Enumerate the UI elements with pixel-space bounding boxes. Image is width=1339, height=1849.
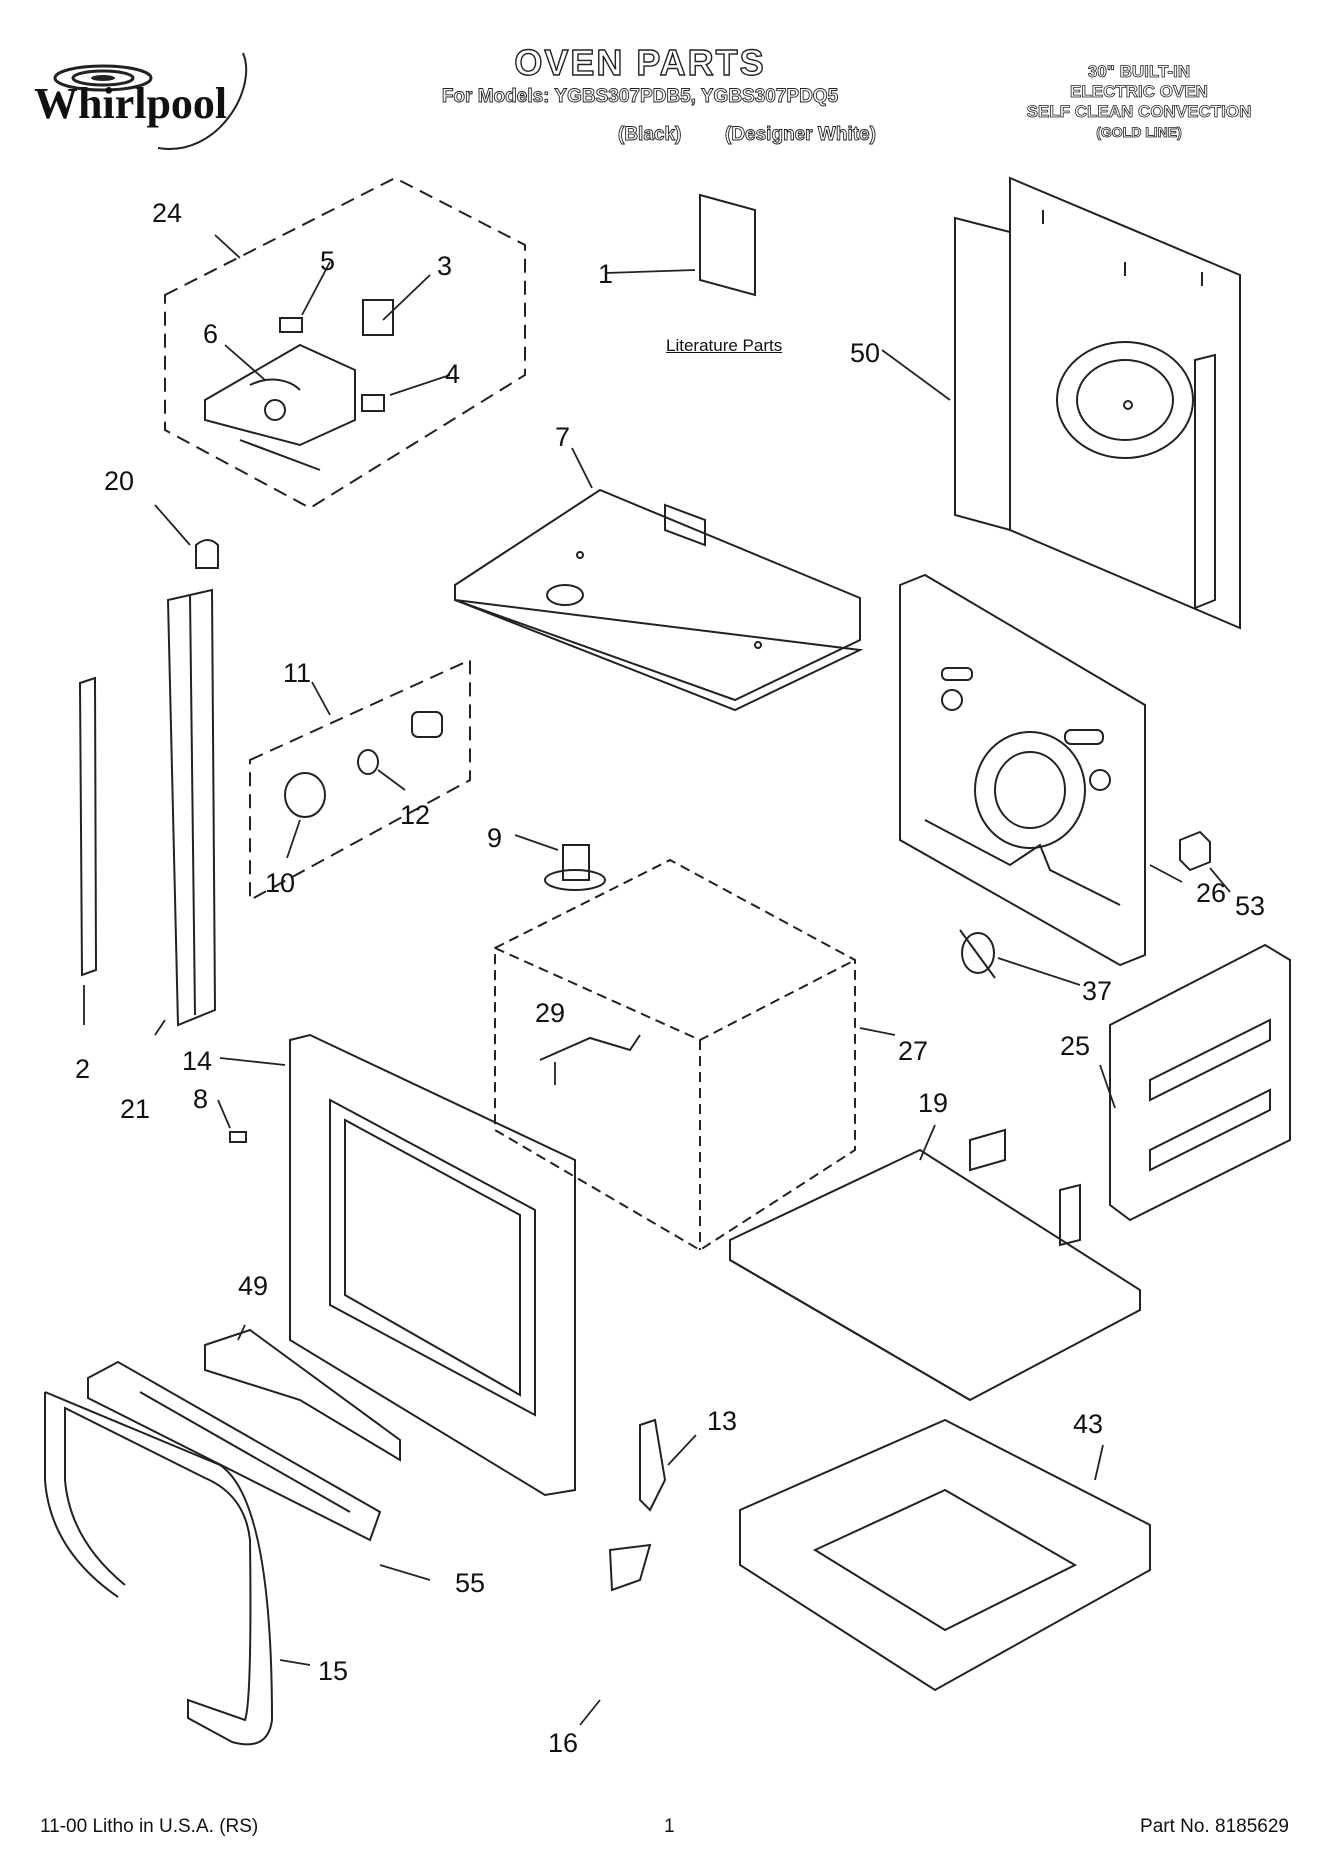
part-9-convection-motor [544, 844, 606, 891]
part-24-control-bracket-group [164, 176, 526, 510]
callout-29: 29 [535, 998, 565, 1028]
callout-20: 20 [104, 466, 134, 496]
literature-parts-label: Literature Parts [666, 336, 783, 355]
part-21-side-trim [166, 588, 217, 1027]
variant-white: (Designer White) [725, 124, 877, 146]
brand-wordmark: Whirlpool [34, 79, 227, 128]
part-27-oven-cavity [494, 858, 856, 1252]
callout-9: 9 [487, 823, 502, 853]
part-8-screw [229, 1131, 247, 1143]
callout-7: 7 [555, 422, 570, 452]
part-25-side-panel [1109, 943, 1291, 1222]
callout-37: 37 [1082, 976, 1112, 1006]
part-49-vent-duct [204, 1328, 401, 1462]
callout-8: 8 [193, 1084, 208, 1114]
part-7-oven-top-panel [454, 488, 864, 712]
part-14-front-frame [289, 1033, 576, 1497]
part-16-bracket [608, 1543, 652, 1592]
callout-11: 11 [283, 658, 311, 688]
callout-19: 19 [918, 1088, 948, 1118]
callout-26: 26 [1196, 878, 1226, 908]
callout-16: 16 [548, 1728, 578, 1758]
product-line-2: ELECTRIC OVEN [1070, 82, 1209, 102]
callout-25: 25 [1060, 1031, 1090, 1061]
callout-50: 50 [850, 338, 880, 368]
part-29-heating-element [539, 1034, 641, 1061]
callout-24: 24 [152, 198, 182, 228]
callout-2: 2 [75, 1054, 90, 1084]
product-line-3: SELF CLEAN CONVECTION [1026, 102, 1252, 122]
callout-21: 21 [120, 1094, 150, 1124]
callout-53: 53 [1235, 891, 1265, 921]
footer-print-info: 11-00 Litho in U.S.A. (RS) [40, 1816, 259, 1837]
variant-black: (Black) [618, 124, 682, 146]
part-53-clip [1179, 830, 1211, 872]
part-13-bracket [639, 1418, 667, 1512]
models-line: For Models: YGBS307PDB5, YGBS307PDQ5 [441, 86, 839, 108]
part-55-vent-grille [87, 1360, 382, 1542]
callout-13: 13 [707, 1406, 737, 1436]
footer-page-number: 1 [664, 1816, 675, 1837]
part-2-side-trim [78, 676, 98, 977]
callout-6: 6 [203, 319, 218, 349]
product-line-1: 30" BUILT-IN [1087, 62, 1191, 82]
callout-55: 55 [455, 1568, 485, 1598]
page-title: OVEN PARTS [514, 41, 766, 83]
callout-5: 5 [320, 246, 335, 276]
callout-1: 1 [598, 259, 613, 289]
callout-12: 12 [400, 800, 430, 830]
title-block: OVEN PARTS For Models: YGBS307PDB5, YGBS… [380, 41, 900, 145]
part-37-thermal-fuse [959, 929, 996, 979]
part-19-insulation-panel [729, 1128, 1141, 1402]
part-11-oven-light-group [249, 658, 471, 902]
part-20-end-cap [195, 539, 219, 569]
callout-43: 43 [1073, 1409, 1103, 1439]
callout-49: 49 [238, 1271, 268, 1301]
part-15-door-gasket [44, 1391, 274, 1746]
callout-3: 3 [437, 251, 452, 281]
product-description: 30" BUILT-IN ELECTRIC OVEN SELF CLEAN CO… [989, 62, 1289, 142]
footer-part-number: Part No. 8185629 [1140, 1816, 1289, 1837]
whirlpool-logo: Whirlpool [28, 48, 278, 163]
part-1-literature-booklet [699, 193, 756, 297]
part-50-rear-panel [954, 176, 1241, 630]
callout-10: 10 [265, 868, 295, 898]
callout-labels: 1 2 3 4 5 6 7 8 9 10 11 12 13 14 15 16 1… [75, 198, 1265, 1758]
callout-14: 14 [182, 1046, 212, 1076]
callout-15: 15 [318, 1656, 348, 1686]
part-26-convection-fan-panel [899, 573, 1146, 967]
part-43-bottom-pan [739, 1418, 1151, 1692]
callout-4: 4 [445, 359, 460, 389]
leader-lines [83, 234, 1231, 1726]
whirlpool-swirl-icon: Whirlpool [34, 52, 248, 150]
callout-27: 27 [898, 1036, 928, 1066]
product-series: (GOLD LINE) [1096, 124, 1182, 141]
